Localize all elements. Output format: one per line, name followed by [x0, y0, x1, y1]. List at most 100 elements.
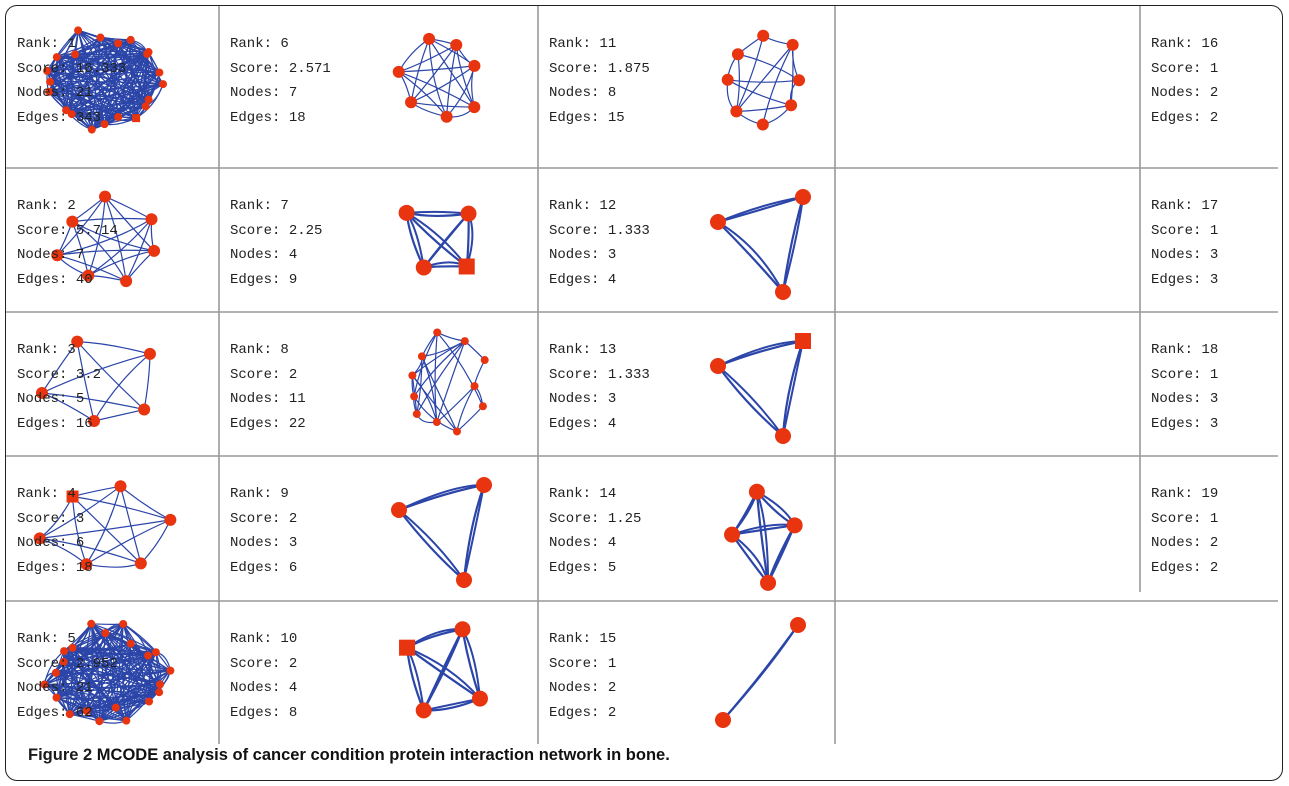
edge — [722, 624, 799, 721]
node — [412, 409, 421, 418]
stat-label: Nodes: — [230, 85, 289, 101]
node — [432, 418, 441, 427]
nodes — [710, 333, 811, 444]
stat-label: Score: — [1151, 60, 1210, 77]
stat-nodes: Nodes: 21 — [17, 676, 118, 701]
node — [51, 249, 64, 262]
stat-label: Nodes: — [549, 247, 608, 263]
stat-nodes: Nodes: 7 — [230, 81, 331, 106]
stat-value: 1 — [1209, 222, 1219, 239]
edge — [49, 81, 146, 107]
stat-label: Edges: — [230, 271, 289, 288]
stat-label: Rank: — [17, 36, 68, 52]
edge — [406, 646, 481, 700]
stat-edges: Edges: 2 — [1151, 106, 1218, 131]
stat-label: Score: — [1151, 222, 1210, 239]
edge — [104, 632, 117, 708]
edge — [57, 249, 155, 256]
stat-label: Nodes: — [230, 247, 289, 263]
node — [756, 118, 769, 131]
edge — [72, 647, 150, 702]
stat-nodes: Nodes: 21 — [17, 81, 126, 106]
edge — [63, 650, 150, 703]
node — [40, 680, 49, 689]
edge — [398, 71, 475, 108]
nodes — [40, 619, 175, 726]
edge — [428, 38, 448, 117]
stat-value: 3 — [1209, 391, 1219, 407]
node — [88, 414, 101, 427]
edge — [416, 340, 466, 415]
stat-value: 19 — [1201, 486, 1219, 502]
node — [100, 120, 109, 129]
stat-edges: Edges: 5 — [549, 556, 641, 581]
edge — [69, 647, 74, 715]
stat-value: 13 — [599, 342, 617, 358]
node — [65, 710, 74, 719]
node — [51, 668, 60, 677]
node — [60, 647, 69, 656]
stat-value: 2 — [607, 704, 617, 721]
edge — [74, 53, 149, 101]
node — [786, 38, 799, 51]
edge — [72, 221, 155, 252]
stat-value: 3 — [607, 247, 617, 263]
node — [114, 112, 123, 121]
edge — [434, 332, 438, 423]
node — [151, 648, 160, 657]
stat-label: Rank: — [17, 486, 68, 502]
node — [46, 77, 55, 86]
node — [96, 33, 105, 42]
stat-value: 3 — [607, 391, 617, 407]
stat-edges: Edges: 2 — [1151, 556, 1218, 581]
node — [159, 80, 168, 89]
node — [476, 477, 492, 493]
stat-label: Nodes: — [230, 680, 289, 696]
stat-label: Rank: — [230, 631, 281, 647]
stat-value: 15 — [599, 631, 617, 647]
figure-caption-text: MCODE analysis of cancer condition prote… — [96, 746, 670, 764]
stat-value: 1 — [1209, 510, 1219, 527]
stat-value: 2 — [1209, 535, 1219, 551]
stat-edges: Edges: 8 — [230, 701, 297, 726]
stat-value: 2 — [288, 366, 298, 383]
stat-label: Nodes: — [17, 391, 76, 407]
node — [43, 66, 52, 75]
edge — [93, 408, 145, 422]
edge — [41, 353, 151, 394]
stat-score: Score: 3.2 — [17, 363, 101, 388]
stat-label: Edges: — [17, 704, 76, 721]
stat-label: Nodes: — [230, 391, 289, 407]
stat-rank: Rank: 15 — [549, 627, 616, 652]
stat-label: Edges: — [230, 415, 289, 432]
stat-label: Rank: — [230, 198, 281, 214]
stat-label: Nodes: — [1151, 247, 1210, 263]
edges — [722, 624, 799, 721]
seed-node — [399, 639, 416, 656]
stat-value: 3 — [1209, 271, 1219, 288]
stat-label: Edges: — [230, 704, 289, 721]
stat-label: Score: — [549, 510, 608, 527]
stat-nodes: Nodes: 3 — [549, 243, 650, 268]
stat-value: 2 — [1209, 559, 1219, 576]
stat-label: Edges: — [17, 271, 76, 288]
node — [145, 213, 158, 226]
node — [710, 214, 726, 230]
stat-nodes: Nodes: 11 — [230, 387, 306, 412]
edge — [421, 332, 438, 357]
edge — [782, 196, 804, 293]
stat-label: Score: — [17, 60, 76, 77]
stat-value: 4 — [288, 247, 298, 263]
stat-label: Rank: — [230, 36, 281, 52]
stat-value: 6 — [288, 559, 298, 576]
stat-value: 2.25 — [288, 222, 323, 239]
node — [468, 101, 481, 114]
stat-label: Rank: — [1151, 198, 1202, 214]
nodes — [35, 335, 156, 427]
cluster-graph-rank-10 — [399, 621, 488, 719]
